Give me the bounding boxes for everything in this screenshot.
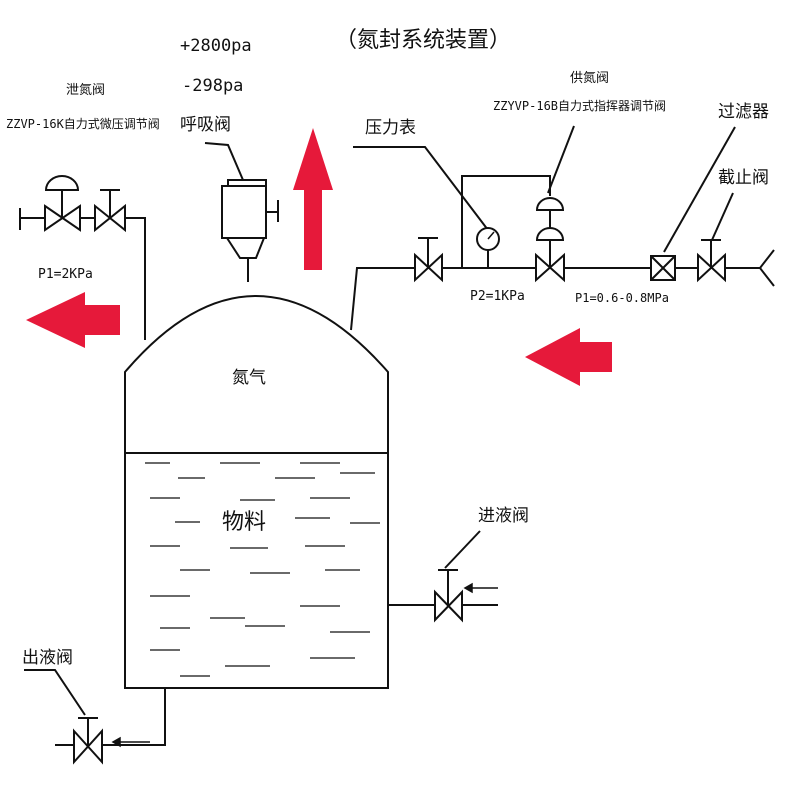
outlet-flow-arrow-icon xyxy=(111,736,150,748)
tank-gas-label: 氮气 xyxy=(232,368,266,388)
supply-regulator-valve-icon xyxy=(535,197,565,283)
breather-valve-label: 呼吸阀 xyxy=(180,115,231,135)
shutoff-valve-label: 截止阀 xyxy=(718,168,769,188)
inlet-valve-label: 进液阀 xyxy=(478,506,529,526)
vent-valve-icon xyxy=(44,175,81,232)
breather-flow-arrow-icon xyxy=(293,128,333,270)
breather-pressure-high: +2800pa xyxy=(180,36,252,56)
vent-flow-arrow-icon xyxy=(26,292,120,348)
supply-pipe xyxy=(350,267,760,331)
liquid-surface-marks xyxy=(145,462,380,677)
shutoff-valve-icon xyxy=(697,239,726,283)
outlet-valve-label: 出液阀 xyxy=(22,648,73,668)
leader-outlet xyxy=(24,669,86,716)
tank-material-label: 物料 xyxy=(222,510,267,535)
vent-valve-label: 泄氮阀 xyxy=(66,83,106,98)
leader-breather xyxy=(204,142,244,181)
vent-valve-model: ZZVP-16K自力式微压调节阀 xyxy=(6,117,160,131)
supply-valve-model: ZZYVP-16B自力式指挥器调节阀 xyxy=(493,99,667,113)
leader-supply xyxy=(547,125,575,194)
supply-flow-arrow-icon xyxy=(525,328,612,386)
leader-gauge xyxy=(353,146,489,231)
supply-bypass xyxy=(461,175,551,268)
supply-inlet-end xyxy=(758,249,775,287)
inlet-flow-arrow-icon xyxy=(463,582,498,594)
pressure-gauge-icon xyxy=(476,227,500,251)
leader-inlet xyxy=(444,530,481,569)
filter-label: 过滤器 xyxy=(718,102,769,122)
supply-valve-label: 供氮阀 xyxy=(570,71,610,86)
tank-outline xyxy=(124,295,389,689)
breather-valve-icon xyxy=(221,179,279,259)
supply-manual-valve-icon xyxy=(414,237,443,283)
diagram-title: （氮封系统装置） xyxy=(335,28,512,53)
supply-downstream-pressure: P2=1KPa xyxy=(470,289,525,304)
inlet-valve-icon xyxy=(434,569,463,623)
vent-shutoff-valve-icon xyxy=(94,189,126,233)
breather-pressure-low: -298pa xyxy=(182,76,244,96)
filter-icon xyxy=(650,255,676,281)
gauge-label: 压力表 xyxy=(365,118,416,138)
leader-shutoff xyxy=(711,192,734,241)
outlet-valve-icon xyxy=(73,717,103,765)
leader-filter xyxy=(663,126,736,253)
supply-upstream-pressure: P1=0.6-0.8MPa xyxy=(575,291,669,305)
vent-pressure-label: P1=2KPa xyxy=(38,267,93,282)
